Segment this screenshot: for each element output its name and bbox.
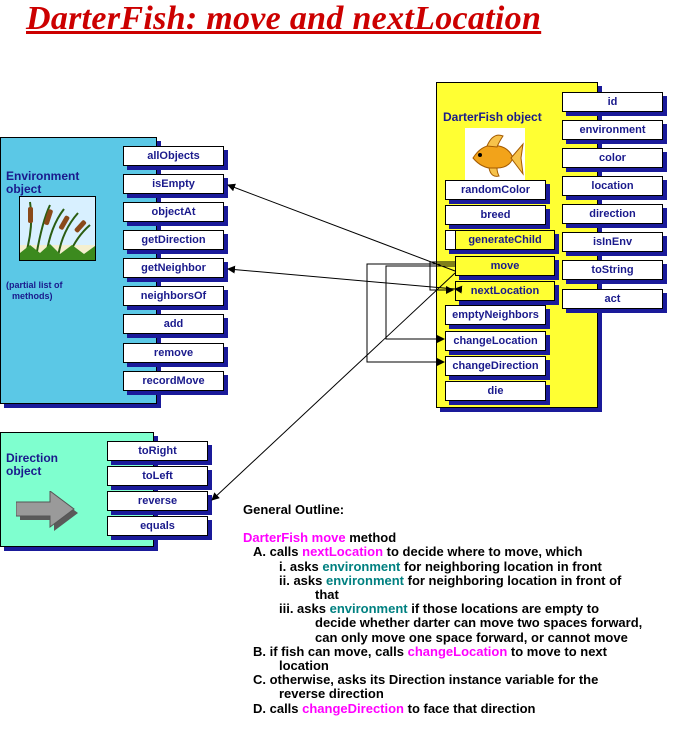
fish-method-die: die <box>445 381 546 401</box>
outline-b-post: to move to next <box>507 643 607 659</box>
environment-note: (partial list of methods) <box>6 280 63 302</box>
environment-label-line2: object <box>6 182 42 196</box>
outline-iii-cont2: can only move one space forward, or cann… <box>315 629 628 645</box>
outline-i-pre: i. asks <box>279 558 323 574</box>
outline-a-hl: nextLocation <box>302 544 384 560</box>
outline-iii-pre: iii. asks <box>279 601 330 617</box>
darterfish-label: DarterFish object <box>443 110 542 124</box>
env-method-getdirection: getDirection <box>123 230 224 250</box>
outline-b-pre: B. if fish can move, calls <box>253 643 408 659</box>
fish-method-direction: direction <box>562 204 663 224</box>
fish-method-emptyneighbors: emptyNeighbors <box>445 305 546 325</box>
environment-label-line1: Environment <box>6 169 80 183</box>
fish-method-breed: breed <box>445 205 546 225</box>
fish-method-move: move <box>455 256 555 276</box>
outline-method-suffix: method <box>345 530 397 546</box>
outline-iii-cont1: decide whether darter can move two space… <box>315 615 643 631</box>
dir-method-reverse: reverse <box>107 491 208 511</box>
fish-method-changelocation: changeLocation <box>445 331 546 351</box>
outline-i-hl: environment <box>322 558 401 574</box>
outline-a-pre: A. calls <box>253 544 303 560</box>
outline-item-a: A. calls nextLocation to decide where to… <box>243 545 696 559</box>
arrow-move-to-isempty <box>227 183 456 272</box>
cattail-icon <box>19 196 96 261</box>
fish-method-generatechild: generateChild <box>455 230 555 250</box>
env-method-isempty: isEmpty <box>123 174 224 194</box>
fish-method-randomcolor: randomColor <box>445 180 546 200</box>
fish-method-act: act <box>562 289 663 309</box>
env-method-remove: remove <box>123 343 224 363</box>
outline-item-i: i. asks environment for neighboring loca… <box>243 558 696 574</box>
outline-d-pre: D. calls <box>253 700 303 716</box>
arrow-move-to-reverse <box>211 272 456 501</box>
right-arrow-icon <box>15 490 82 533</box>
direction-label: Direction object <box>6 452 58 478</box>
outline-ii-post: for neighboring location in front of <box>404 572 622 588</box>
outline-heading: General Outline: <box>243 502 345 517</box>
outline-method-name: DarterFish move <box>243 530 346 546</box>
env-method-objectat: objectAt <box>123 202 224 222</box>
direction-label-line1: Direction <box>6 451 59 465</box>
outline-item-d: D. calls changeDirection to face that di… <box>243 700 696 716</box>
outline-d-post: to face that direction <box>404 700 536 716</box>
dir-method-equals: equals <box>107 516 208 536</box>
dir-method-toright: toRight <box>107 441 208 461</box>
direction-label-line2: object <box>6 464 42 478</box>
outline-item-iii: iii. asks environment if those locations… <box>243 602 696 616</box>
outline-ii-pre: ii. asks <box>279 572 326 588</box>
env-method-allobjects: allObjects <box>123 146 224 166</box>
outline-method-line: DarterFish move method <box>243 531 696 545</box>
outline-c-cont: reverse direction <box>279 686 384 702</box>
outline-ii-hl: environment <box>325 572 404 588</box>
fish-method-location: location <box>562 176 663 196</box>
outline-item-ii: ii. asks environment for neighboring loc… <box>243 572 696 588</box>
fish-method-tostring: toString <box>562 260 663 280</box>
outline-a-post: to decide where to move, which <box>383 544 583 560</box>
outline-item-b: B. if fish can move, calls changeLocatio… <box>243 643 696 659</box>
outline-item-c: C. otherwise, asks its Direction instanc… <box>253 672 599 688</box>
outline-b-cont: location <box>279 658 329 674</box>
outline-iii-hl: environment <box>329 601 408 617</box>
environment-note-line1: (partial list of <box>6 280 63 290</box>
dir-method-toleft: toLeft <box>107 466 208 486</box>
fish-method-color: color <box>562 148 663 168</box>
general-outline: General Outline: DarterFish move method … <box>243 502 696 716</box>
env-method-add: add <box>123 314 224 334</box>
fish-method-id: id <box>562 92 663 112</box>
env-method-getneighbor: getNeighbor <box>123 258 224 278</box>
env-method-neighborsof: neighborsOf <box>123 286 224 306</box>
outline-i-post: for neighboring location in front <box>400 558 602 574</box>
fish-method-nextlocation: nextLocation <box>455 281 555 301</box>
environment-note-line2: methods) <box>12 291 53 301</box>
outline-iii-post: if those locations are empty to <box>407 601 600 617</box>
outline-d-hl: changeDirection <box>302 700 404 716</box>
arrow-move-to-changelocation <box>385 265 455 343</box>
fish-method-isinenv: isInEnv <box>562 232 663 252</box>
arrow-move-to-nextlocation <box>429 261 455 294</box>
outline-b-hl: changeLocation <box>407 643 508 659</box>
environment-label: Environment object <box>6 170 79 196</box>
fish-method-environment: environment <box>562 120 663 140</box>
goldfish-icon <box>465 128 525 180</box>
arrow-move-to-changedirection <box>366 263 455 366</box>
page-title: DarterFish: move and nextLocation <box>26 0 542 37</box>
env-method-recordmove: recordMove <box>123 371 224 391</box>
fish-method-changedirection: changeDirection <box>445 356 546 376</box>
outline-ii-cont: that <box>315 587 339 603</box>
arrow-nextlocation-to-getneighbor <box>227 265 463 294</box>
